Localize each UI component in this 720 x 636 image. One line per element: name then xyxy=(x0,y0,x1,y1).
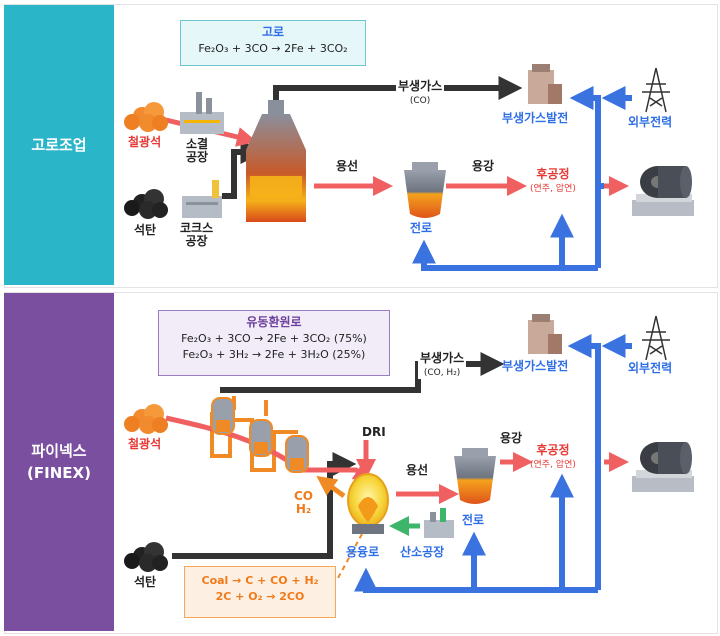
dri-label: DRI xyxy=(362,425,386,439)
coal-reaction-box: Coal → C + CO + H₂ 2C + O₂ → 2CO xyxy=(184,566,336,618)
sinter-plant-line2: 공장 xyxy=(186,150,209,165)
bottom-gas-power-label: 부생가스발전 xyxy=(502,359,569,373)
top-coke-plant-icon xyxy=(182,180,222,218)
top-power-plant-icon xyxy=(528,64,562,104)
top-coal-label: 석탄 xyxy=(134,223,157,237)
coal-equation-1: Coal → C + CO + H₂ xyxy=(201,574,319,587)
fluidized-reactor-equation-1: Fe₂O₃ + 3CO → 2Fe + 3CO₂ (75%) xyxy=(181,332,367,346)
top-power-lines xyxy=(412,86,632,271)
top-gas-power-label: 부생가스발전 xyxy=(502,111,569,125)
bottom-coal-pile xyxy=(124,542,168,572)
blast-furnace-equation-box: 고로 Fe₂O₃ + 3CO → 2Fe + 3CO₂ xyxy=(180,20,366,66)
top-blast-furnace-icon xyxy=(246,100,306,222)
top-crude-steel-label: 용강 xyxy=(472,159,495,173)
coke-plant-line1: 코크스 xyxy=(180,221,214,235)
section-label-text: 파이넥스 (FINEX) xyxy=(27,440,91,485)
top-pylon-icon xyxy=(642,67,670,113)
bottom-power-plant-icon xyxy=(528,314,562,354)
co-h2-label: CO H₂ xyxy=(294,489,314,517)
post-process-text: 후공정 xyxy=(536,443,570,457)
fluidized-reactor-icons xyxy=(211,397,309,473)
oxygen-plant-label: 산소공장 xyxy=(400,545,445,559)
bottom-coal-label: 석탄 xyxy=(134,575,157,589)
post-process-sub: (연주, 압연) xyxy=(530,184,576,195)
top-converter-icon xyxy=(404,162,446,218)
top-steel-coil-icon xyxy=(632,166,694,216)
bottom-iron-ore-label: 철광석 xyxy=(128,437,162,451)
top-byproduct-gas-pipe xyxy=(273,76,523,104)
coal-equation-2: 2C + O₂ → 2CO xyxy=(215,589,305,603)
h2-text: H₂ xyxy=(295,502,312,517)
bottom-byproduct-gas-label: 부생가스 (CO, H₂) xyxy=(418,351,467,380)
melter-gasifier-label: 용융로 xyxy=(346,545,380,559)
bottom-steel-coil-icon xyxy=(632,442,694,492)
top-coal-pile xyxy=(124,189,168,219)
byproduct-gas-text: 부생가스 xyxy=(398,79,443,93)
byproduct-gas-text: 부생가스 xyxy=(420,351,465,365)
bottom-coal-line xyxy=(172,452,357,559)
section-label-finex: 파이넥스 (FINEX) xyxy=(4,293,114,631)
top-byproduct-gas-label: 부생가스 (CO) xyxy=(396,79,445,108)
sinter-plant-line1: 소결 xyxy=(186,137,209,151)
co-h2-return-arrow xyxy=(316,475,346,499)
fluidized-reactor-equation-2: Fe₂O₃ + 3H₂ → 2Fe + 3H₂O (25%) xyxy=(182,348,366,362)
bottom-external-power-label: 외부전력 xyxy=(628,361,673,375)
fluidized-reactor-equation-box: 유동환원로 Fe₂O₃ + 3CO → 2Fe + 3CO₂ (75%) Fe₂… xyxy=(158,310,390,376)
blast-furnace-equation-title: 고로 xyxy=(261,25,285,39)
top-iron-ore-pile xyxy=(124,102,168,132)
bottom-crude-steel-label: 용강 xyxy=(500,431,523,445)
byproduct-gas-sub: (CO, H₂) xyxy=(423,368,461,379)
byproduct-gas-sub: (CO) xyxy=(409,96,431,107)
bottom-converter-icon xyxy=(454,448,496,504)
top-coke-plant-label: 코크스 공장 xyxy=(180,221,214,249)
bottom-converter-label: 전로 xyxy=(462,513,485,527)
section-label-line1: 파이넥스 xyxy=(31,441,87,460)
post-process-text: 후공정 xyxy=(536,167,570,181)
coke-plant-line2: 공장 xyxy=(185,234,208,249)
melter-gasifier-icon xyxy=(347,473,389,534)
top-molten-iron-label: 용선 xyxy=(336,159,359,173)
section-label-line2: (FINEX) xyxy=(27,464,91,482)
co-text: CO xyxy=(294,489,314,503)
bottom-post-process-label: 후공정 (연주, 압연) xyxy=(530,443,576,471)
section-label-blast-furnace: 고로조업 xyxy=(4,5,114,285)
section-label-text: 고로조업 xyxy=(31,135,87,154)
bottom-molten-iron-label: 용선 xyxy=(406,463,429,477)
top-sinter-plant-label: 소결 공장 xyxy=(186,137,209,165)
post-process-sub: (연주, 압연) xyxy=(530,460,576,471)
oxygen-plant-icon xyxy=(424,508,454,538)
bottom-pylon-icon xyxy=(642,315,670,361)
top-post-process-label: 후공정 (연주, 압연) xyxy=(530,167,576,195)
blast-furnace-equation: Fe₂O₃ + 3CO → 2Fe + 3CO₂ xyxy=(198,42,348,56)
top-iron-ore-label: 철광석 xyxy=(128,135,162,149)
top-converter-label: 전로 xyxy=(410,221,433,235)
bottom-power-lines xyxy=(354,334,632,593)
bottom-iron-ore-pile xyxy=(124,404,168,434)
top-sinter-plant-icon xyxy=(180,92,224,134)
top-coke-line xyxy=(222,140,265,199)
fluidized-reactor-title: 유동환원로 xyxy=(246,315,302,329)
top-external-power-label: 외부전력 xyxy=(628,115,673,129)
